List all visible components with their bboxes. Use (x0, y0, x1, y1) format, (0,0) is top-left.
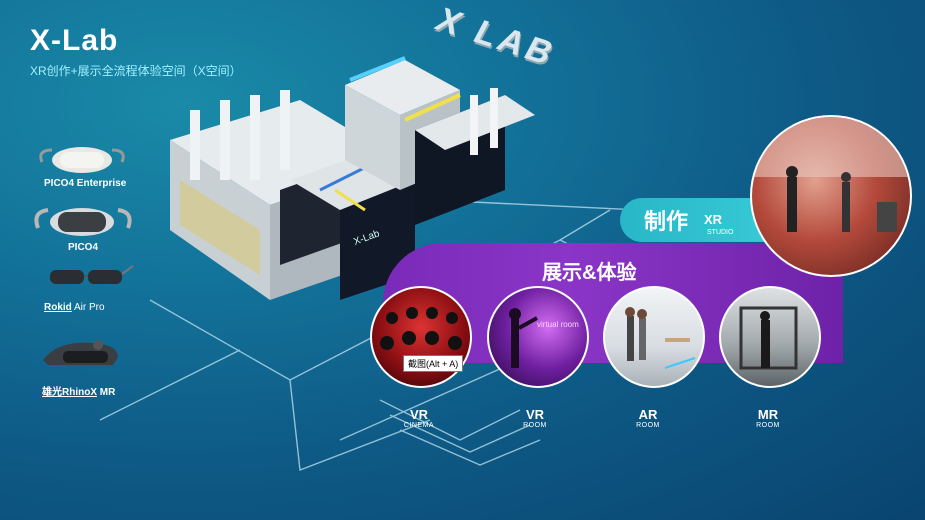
xr-studio-scene-icon (752, 117, 910, 232)
xr-studio-subtag: STUDIO (707, 229, 734, 236)
production-heading: 制作 (644, 209, 689, 234)
ar-room-scene-icon (625, 307, 696, 369)
room-label-mr-room-title: MR (757, 407, 779, 422)
xr-studio-photo (750, 115, 912, 277)
room-label-vr-room-title: VR (525, 407, 545, 422)
device-label-rhinox: 雄光RhinoX MR (42, 383, 115, 398)
room-label-ar-room-sub: ROOM (636, 422, 660, 429)
device-label-rokid-brand: Rokid (44, 302, 72, 313)
room-label-vr-room: VR ROOM (495, 407, 575, 429)
room-label-vr-cinema: VR CINEMA (379, 407, 459, 429)
room-label-ar-room: AR ROOM (608, 407, 688, 429)
showcase-heading: 展示&体验 (542, 262, 637, 284)
vr-room-photo: virtual room (487, 286, 589, 388)
screenshot-tooltip: 截图(Alt + A) (403, 355, 464, 372)
page-title: X-Lab (30, 24, 119, 57)
room-label-mr-room-sub: ROOM (756, 422, 780, 429)
mr-room-photo (719, 286, 821, 388)
pico4-headset-icon (34, 208, 132, 236)
ar-room-photo (603, 286, 705, 388)
device-label-rhinox-brand: 雄光RhinoX (42, 387, 97, 398)
room-label-vr-room-sub: ROOM (523, 422, 547, 429)
xr-studio-tag: XR (704, 212, 723, 227)
device-label-rokid-model: Air Pro (71, 302, 105, 313)
room-label-ar-room-title: AR (638, 407, 658, 422)
device-label-rhinox-model: MR (97, 387, 116, 398)
rhinox-mr-headset-icon (43, 340, 118, 365)
page-subtitle: XR创作+展示全流程体验空间（X空间） (30, 64, 242, 78)
room-label-vr-cinema-title: VR (409, 407, 429, 422)
vr-cinema-photo (370, 286, 472, 388)
cinema-seats-icon (380, 307, 462, 350)
device-label-pico4-enterprise: PICO4 Enterprise (44, 178, 127, 189)
vr-room-sign: virtual room (537, 320, 579, 329)
pico4-enterprise-headset-icon (39, 147, 125, 173)
device-label-rokid: Rokid Air Pro (44, 302, 105, 313)
room-label-mr-room: MR ROOM (728, 407, 808, 429)
mr-room-scene-icon (739, 306, 798, 370)
vr-room-scene-icon (509, 308, 538, 368)
room-label-vr-cinema-sub: CINEMA (403, 422, 435, 429)
rokid-glasses-icon (50, 265, 134, 284)
device-label-pico4: PICO4 (68, 242, 99, 253)
